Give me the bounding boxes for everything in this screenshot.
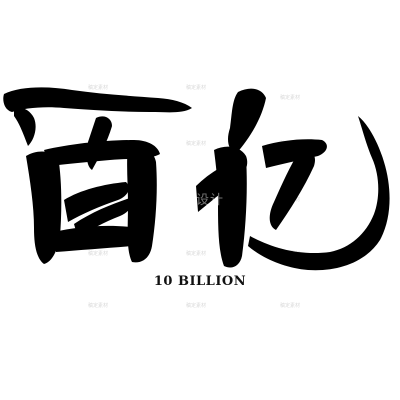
subtitle-text: 10 BILLION [153,274,247,289]
center-watermark: 稿定设计 [168,193,225,208]
character-bai [3,87,192,264]
character-yi [196,88,390,271]
